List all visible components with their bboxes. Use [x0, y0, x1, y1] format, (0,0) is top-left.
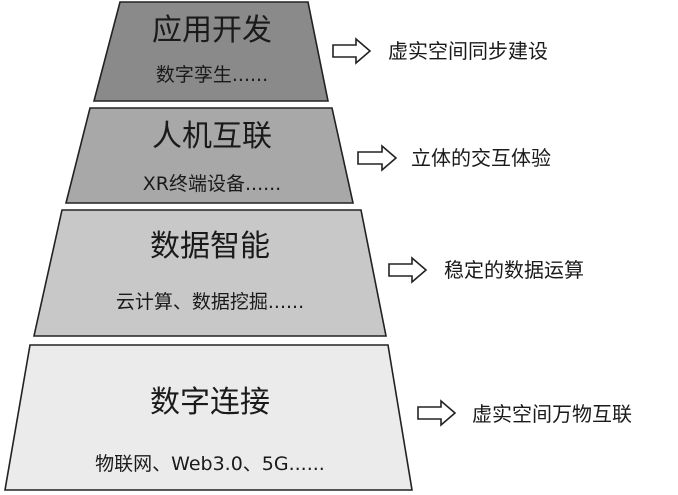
layer-application-development-title: 应用开发 — [152, 13, 272, 48]
layer-digital-connection-subtitle: 物联网、Web3.0、5G...... — [95, 453, 325, 475]
layer-human-machine-interaction-subtitle: XR终端设备...... — [143, 173, 281, 195]
layer-human-machine-interaction-outcome: 立体的交互体验 — [411, 146, 551, 170]
layer-human-machine-interaction-title: 人机互联 — [152, 119, 272, 154]
layer-digital-connection: 数字连接 物联网、Web3.0、5G...... 虚实空间万物互联 — [4, 344, 632, 491]
layer-application-development-outcome: 虚实空间同步建设 — [388, 39, 548, 63]
arrow-right-icon — [357, 144, 398, 172]
layer-data-intelligence-subtitle: 云计算、数据挖掘...... — [116, 291, 304, 313]
layer-application-development-shape — [92, 1, 329, 102]
layer-human-machine-interaction: 人机互联 XR终端设备...... 立体的交互体验 — [64, 107, 551, 204]
arrow-right-icon — [417, 399, 457, 427]
layer-digital-connection-shape — [4, 344, 413, 491]
layer-application-development: 应用开发 数字孪生...... 虚实空间同步建设 — [92, 1, 548, 102]
arrow-right-icon — [388, 256, 428, 284]
layer-digital-connection-title: 数字连接 — [150, 385, 270, 420]
layer-human-machine-interaction-shape — [64, 107, 354, 204]
layer-data-intelligence-outcome: 稳定的数据运算 — [444, 258, 584, 282]
layer-digital-connection-outcome: 虚实空间万物互联 — [472, 402, 632, 426]
layer-data-intelligence: 数据智能 云计算、数据挖掘...... 稳定的数据运算 — [33, 209, 584, 337]
arrow-right-icon — [332, 37, 372, 65]
layer-data-intelligence-shape — [33, 209, 387, 337]
layer-data-intelligence-title: 数据智能 — [150, 229, 270, 264]
layer-application-development-subtitle: 数字孪生...... — [156, 64, 268, 86]
